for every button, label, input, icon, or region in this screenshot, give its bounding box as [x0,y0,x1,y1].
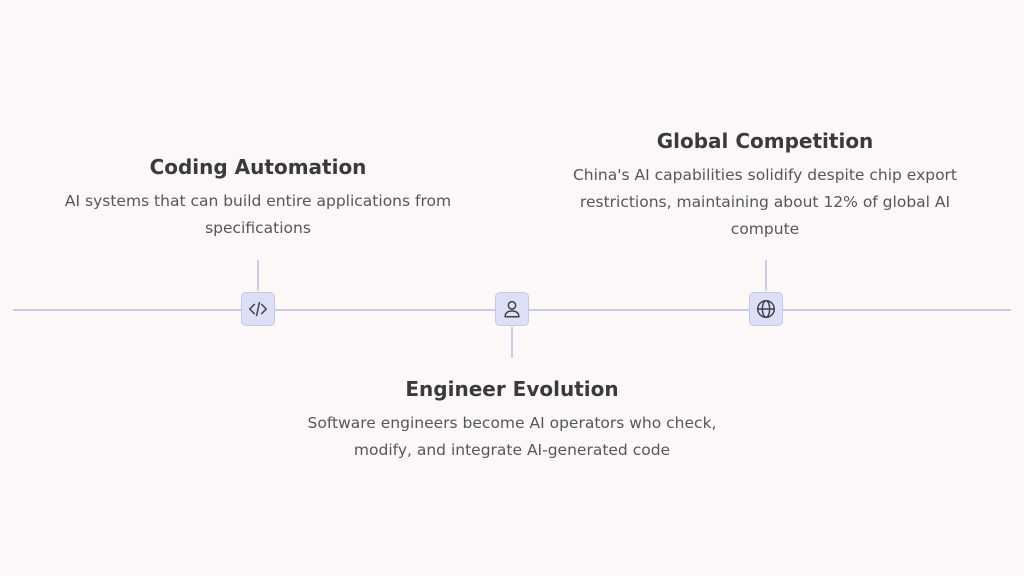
node-global-competition [749,292,783,326]
event-coding-automation: Coding Automation AI systems that can bu… [28,154,488,242]
code-icon [249,301,267,317]
node-coding-automation [241,292,275,326]
event-title: Global Competition [656,129,874,153]
event-title: Coding Automation [149,155,367,179]
event-description: AI systems that can build entire applica… [64,192,452,237]
connector-engineer-evolution [511,327,513,358]
connector-global-competition [765,260,767,291]
event-global-competition: Global Competition China's AI capabiliti… [545,128,985,243]
person-icon [504,300,520,318]
connector-coding-automation [257,260,259,291]
globe-icon [757,300,775,318]
event-description: China's AI capabilities solidify despite… [572,166,958,238]
node-engineer-evolution [495,292,529,326]
event-description: Software engineers become AI operators w… [307,414,717,459]
event-title: Engineer Evolution [405,377,619,401]
event-engineer-evolution: Engineer Evolution Software engineers be… [272,376,752,464]
